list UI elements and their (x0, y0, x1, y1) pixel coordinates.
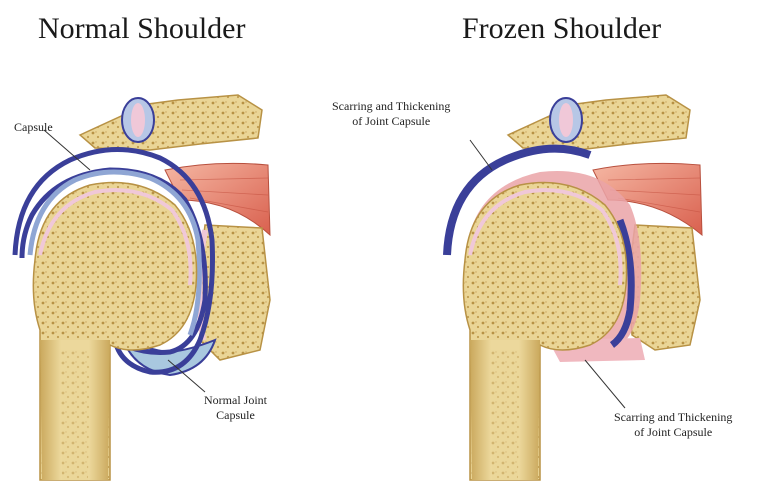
scarring-top-label: Scarring and Thickening of Joint Capsule (332, 99, 450, 129)
scarring-bottom-label: Scarring and Thickening of Joint Capsule (614, 410, 732, 440)
acromion-bone (80, 95, 262, 150)
scarring-bottom-line1: Scarring and Thickening (614, 410, 732, 425)
acromion-bone-frozen (508, 95, 690, 150)
bottom-scarring-leader-line (585, 360, 625, 408)
normal-joint-capsule-label: Normal Joint Capsule (204, 393, 267, 423)
normal-joint-capsule-line1: Normal Joint (204, 393, 267, 408)
scarring-top-line1: Scarring and Thickening (332, 99, 450, 114)
normal-joint-capsule-line2: Capsule (204, 408, 267, 423)
scarring-bottom-line2: of Joint Capsule (614, 425, 732, 440)
top-scarring-leader-line (470, 140, 492, 170)
capsule-label: Capsule (14, 120, 53, 135)
scarring-top-line2: of Joint Capsule (332, 114, 450, 129)
